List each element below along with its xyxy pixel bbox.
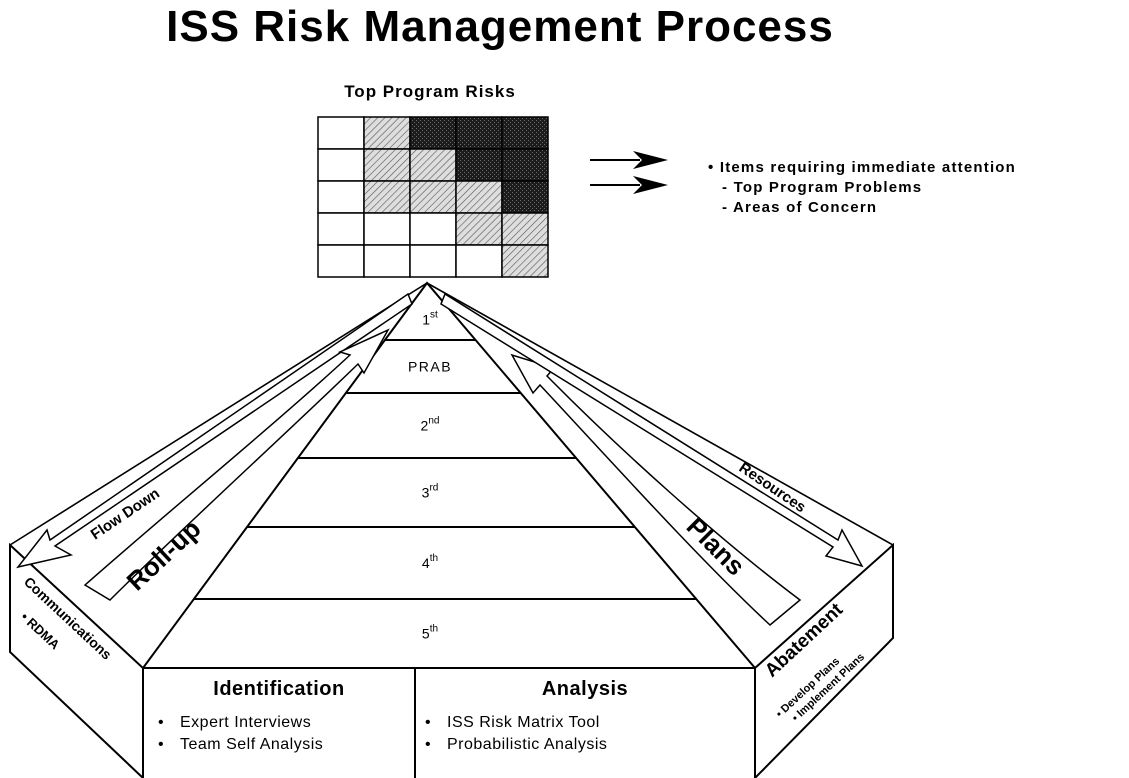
attention-arrows: [590, 151, 668, 194]
matrix-cell-white: [409, 212, 457, 246]
matrix-cell-dark: [501, 180, 549, 214]
analysis-list: ISS Risk Matrix Tool Probabilistic Analy…: [425, 712, 607, 756]
pyramid-level-label: PRAB: [408, 359, 452, 375]
matrix-cell-white: [317, 180, 365, 214]
identification-item: Expert Interviews: [158, 712, 323, 734]
attention-main: Items requiring immediate attention: [719, 159, 1017, 176]
matrix-cell-dark: [409, 116, 457, 150]
risk-matrix: [317, 116, 549, 278]
matrix-cell-white: [317, 212, 365, 246]
matrix-cell-hatch: [409, 180, 457, 214]
left-face: [9, 542, 144, 778]
pyramid-level-label: 3rd: [422, 483, 439, 501]
matrix-cell-hatch: [455, 180, 503, 214]
matrix-cell-white: [455, 244, 503, 278]
analysis-item: ISS Risk Matrix Tool: [425, 712, 607, 734]
matrix-cell-dark: [455, 148, 503, 182]
pyramid-level-label: 1st: [422, 310, 438, 328]
identification-item: Team Self Analysis: [158, 734, 323, 756]
matrix-cell-hatch: [363, 116, 411, 150]
matrix-cell-white: [409, 244, 457, 278]
matrix-cell-hatch: [501, 244, 549, 278]
analysis-item: Probabilistic Analysis: [425, 734, 607, 756]
wedge-edges: [9, 282, 894, 546]
matrix-cell-dark: [501, 148, 549, 182]
matrix-cell-dark: [455, 116, 503, 150]
identification-title: Identification: [213, 678, 345, 700]
identification-list: Expert Interviews Team Self Analysis: [158, 712, 323, 756]
matrix-cell-hatch: [409, 148, 457, 182]
matrix-cell-white: [317, 116, 365, 150]
matrix-cell-hatch: [363, 180, 411, 214]
attention-list: • Items requiring immediate attention - …: [708, 159, 1017, 216]
page-title: ISS Risk Management Process: [166, 2, 834, 51]
matrix-cell-hatch: [501, 212, 549, 246]
matrix-cell-white: [363, 244, 411, 278]
matrix-cell-white: [317, 244, 365, 278]
attention-sub-1: Top Program Problems: [733, 179, 923, 196]
matrix-title: Top Program Risks: [344, 82, 516, 101]
matrix-cell-dark: [501, 116, 549, 150]
matrix-cell-white: [363, 212, 411, 246]
pyramid-level-label: 4th: [422, 553, 438, 571]
matrix-cell-hatch: [455, 212, 503, 246]
analysis-title: Analysis: [541, 678, 629, 700]
attention-sub-2: Areas of Concern: [733, 199, 878, 216]
pyramid-level-label: 2nd: [421, 416, 440, 434]
bottom-boxes: [142, 668, 756, 778]
pyramid-level-label: 5th: [422, 624, 438, 642]
matrix-cell-white: [317, 148, 365, 182]
matrix-cell-hatch: [363, 148, 411, 182]
